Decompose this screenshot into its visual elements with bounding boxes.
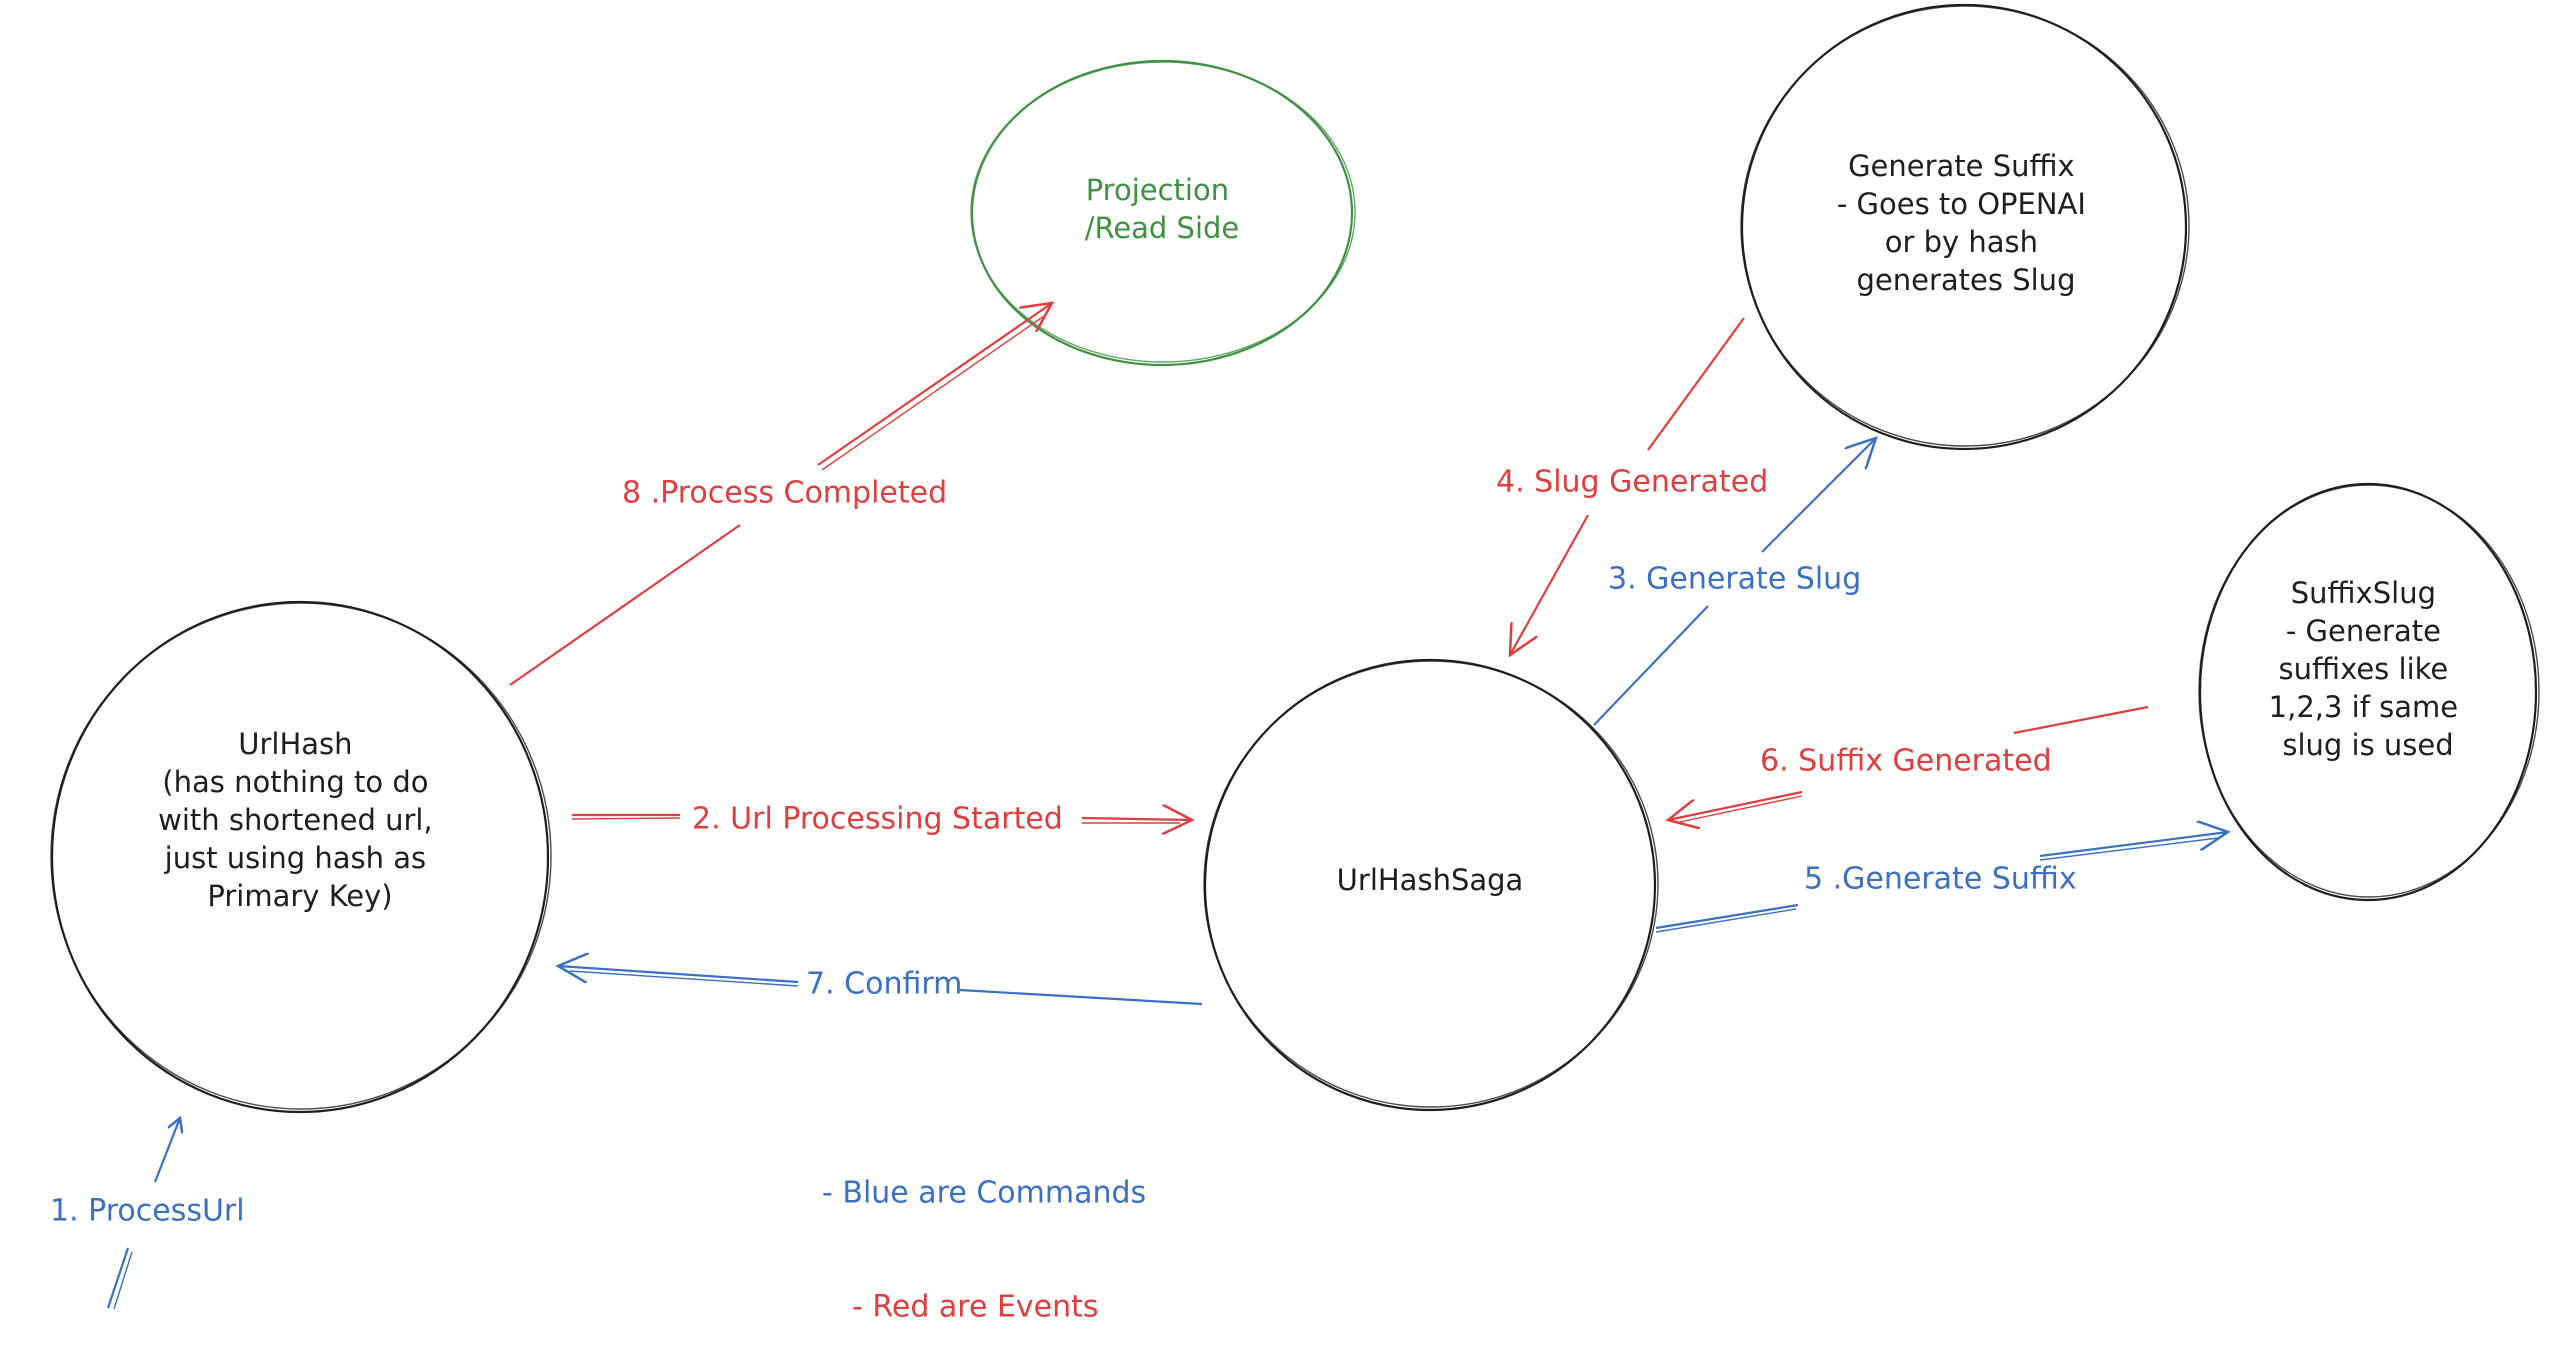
edge-suffix-generated: 6. Suffix Generated bbox=[1668, 705, 2149, 822]
legend-commands: - Blue are Commands bbox=[822, 1176, 1146, 1211]
edge-url-processing-started-label: 2. Url Processing Started bbox=[692, 802, 1063, 837]
edge-generate-suffix-label: 5 .Generate Suffix bbox=[1804, 862, 2077, 897]
projection-line-2: /Read Side bbox=[1085, 211, 1240, 245]
suffix-slug-line-1: SuffixSlug bbox=[2291, 576, 2436, 610]
url-hash-line-5: Primary Key) bbox=[207, 879, 392, 913]
generate-suffix-line-4: generates Slug bbox=[1857, 263, 2076, 297]
legend: - Blue are Commands - Red are Events bbox=[822, 1176, 1146, 1325]
edge-process-completed: 8 .Process Completed bbox=[509, 303, 1052, 686]
node-url-hash-saga: UrlHashSaga bbox=[1203, 658, 1659, 1112]
edge-slug-generated: 4. Slug Generated bbox=[1496, 317, 1768, 655]
url-hash-saga-label: UrlHashSaga bbox=[1337, 863, 1524, 897]
url-hash-saga-line-1: UrlHashSaga bbox=[1337, 863, 1524, 897]
suffix-slug-line-2: - Generate bbox=[2286, 614, 2441, 648]
edge-confirm: 7. Confirm bbox=[558, 966, 1203, 1006]
projection-label: Projection /Read Side bbox=[1085, 173, 1240, 245]
edge-suffix-generated-label: 6. Suffix Generated bbox=[1760, 744, 2052, 779]
url-hash-line-1: UrlHash bbox=[238, 727, 352, 761]
edge-url-processing-started: 2. Url Processing Started bbox=[571, 802, 1192, 837]
url-hash-line-3: with shortened url, bbox=[158, 803, 433, 837]
edge-confirm-label: 7. Confirm bbox=[806, 967, 962, 1002]
url-hash-line-4: just using hash as bbox=[164, 841, 426, 875]
node-generate-suffix: Generate Suffix - Goes to OPENAI or by h… bbox=[1740, 3, 2190, 451]
url-hash-label: UrlHash (has nothing to do with shortene… bbox=[158, 727, 442, 913]
edge-generate-slug-label: 3. Generate Slug bbox=[1608, 562, 1861, 597]
generate-suffix-line-1: Generate Suffix bbox=[1848, 149, 2075, 183]
node-projection: Projection /Read Side bbox=[970, 59, 1356, 367]
generate-suffix-line-2: - Goes to OPENAI bbox=[1837, 187, 2086, 221]
suffix-slug-line-3: suffixes like bbox=[2279, 652, 2449, 686]
suffix-slug-line-5: slug is used bbox=[2282, 728, 2453, 762]
suffix-slug-label: SuffixSlug - Generate suffixes like 1,2,… bbox=[2269, 576, 2468, 762]
url-hash-line-2: (has nothing to do bbox=[162, 765, 428, 799]
node-suffix-slug: SuffixSlug - Generate suffixes like 1,2,… bbox=[2198, 482, 2540, 902]
edge-generate-suffix: 5 .Generate Suffix bbox=[1655, 832, 2228, 933]
projection-line-1: Projection bbox=[1086, 173, 1229, 207]
edge-process-url: 1. ProcessUrl bbox=[50, 1118, 245, 1310]
generate-suffix-label: Generate Suffix - Goes to OPENAI or by h… bbox=[1837, 149, 2095, 297]
legend-events: - Red are Events bbox=[852, 1290, 1099, 1325]
node-url-hash: UrlHash (has nothing to do with shortene… bbox=[50, 600, 552, 1114]
edge-process-url-label: 1. ProcessUrl bbox=[50, 1194, 245, 1229]
edge-process-completed-label: 8 .Process Completed bbox=[622, 476, 947, 511]
generate-suffix-line-3: or by hash bbox=[1885, 225, 2038, 259]
suffix-slug-line-4: 1,2,3 if same bbox=[2269, 690, 2458, 724]
edge-generate-slug: 3. Generate Slug bbox=[1593, 438, 1876, 726]
edge-slug-generated-label: 4. Slug Generated bbox=[1496, 465, 1768, 500]
